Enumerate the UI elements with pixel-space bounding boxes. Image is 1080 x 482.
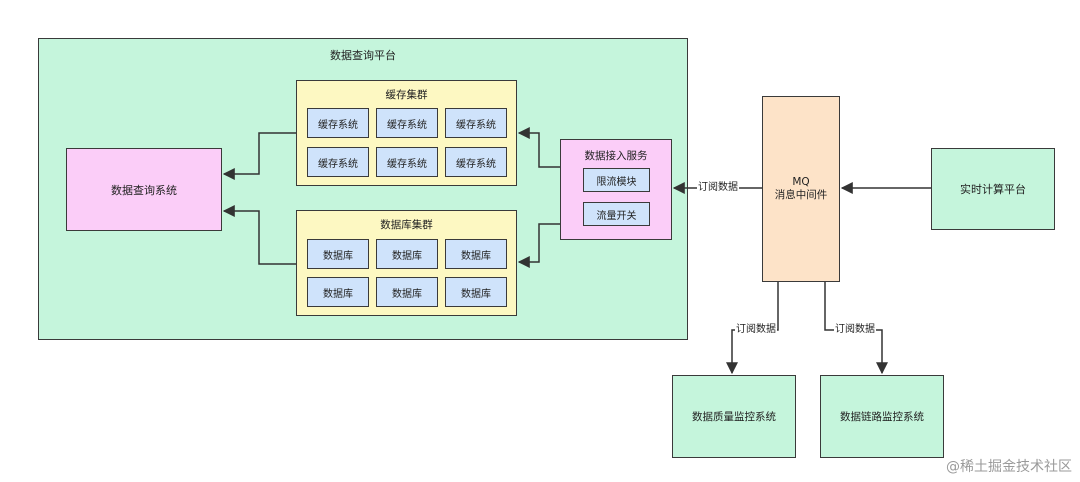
db-node: 数据库: [376, 239, 438, 269]
mq-sublabel: 消息中间件: [774, 189, 828, 201]
mq-label: MQ: [792, 176, 810, 188]
realtime-platform: 实时计算平台: [931, 148, 1055, 230]
arrow-ingest-to-db: [517, 223, 560, 268]
db-cluster: 数据库集群 数据库 数据库 数据库 数据库 数据库 数据库: [296, 210, 517, 316]
db-node: 数据库: [445, 277, 507, 307]
db-node: 数据库: [376, 277, 438, 307]
db-node: 数据库: [307, 239, 369, 269]
edge-label-subscribe-quality: 订阅数据: [735, 324, 777, 336]
cache-node: 缓存系统: [445, 108, 507, 138]
db-cluster-title: 数据库集群: [380, 219, 433, 231]
realtime-platform-label: 实时计算平台: [960, 183, 1026, 196]
trace-monitor-system: 数据链路监控系统: [820, 375, 944, 458]
traffic-switch-module: 流量开关: [583, 202, 650, 226]
arrow-ingest-to-cache: [517, 127, 560, 168]
arrow-cache-to-query: [222, 132, 296, 180]
quality-monitor-label: 数据质量监控系统: [692, 411, 776, 423]
edge-label-subscribe-trace: 订阅数据: [834, 324, 876, 336]
db-node: 数据库: [307, 277, 369, 307]
cache-node: 缓存系统: [307, 147, 369, 177]
cache-node: 缓存系统: [376, 147, 438, 177]
cache-cluster: 缓存集群 缓存系统 缓存系统 缓存系统 缓存系统 缓存系统 缓存系统: [296, 80, 517, 186]
query-system-label: 数据查询系统: [111, 183, 177, 197]
mq-middleware: MQ 消息中间件: [762, 96, 840, 282]
watermark: @稀土掘金技术社区: [946, 459, 1072, 475]
query-system-box: 数据查询系统: [66, 148, 222, 231]
db-node: 数据库: [445, 239, 507, 269]
arrow-db-to-query: [222, 205, 296, 265]
ingest-service-title: 数据接入服务: [584, 150, 648, 162]
cache-node: 缓存系统: [307, 108, 369, 138]
cache-cluster-title: 缓存集群: [385, 89, 428, 101]
ingest-service: 数据接入服务 限流模块 流量开关: [560, 139, 672, 240]
cache-node: 缓存系统: [376, 108, 438, 138]
rate-limit-module: 限流模块: [583, 168, 650, 192]
cache-node: 缓存系统: [445, 147, 507, 177]
platform-title: 数据查询平台: [330, 49, 396, 62]
edge-label-subscribe-ingest: 订阅数据: [697, 182, 739, 194]
trace-monitor-label: 数据链路监控系统: [840, 411, 924, 423]
quality-monitor-system: 数据质量监控系统: [672, 375, 796, 458]
